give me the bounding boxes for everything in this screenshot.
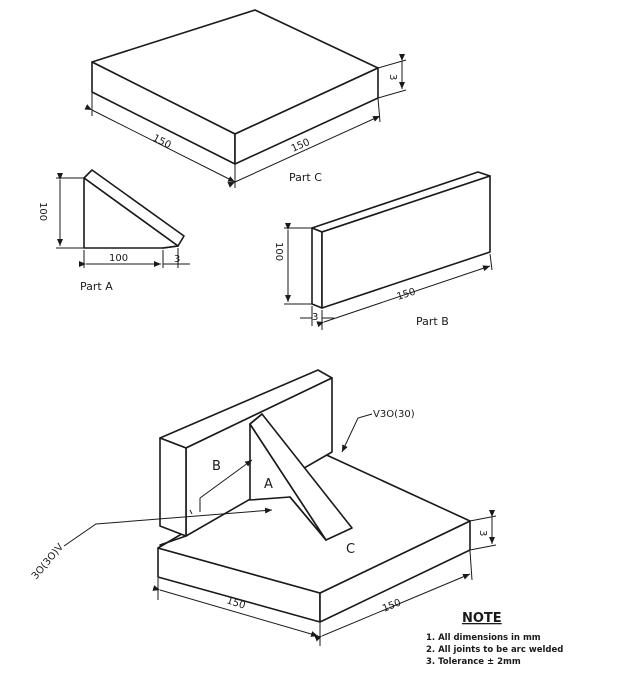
part-c-dimensions — [84, 54, 407, 188]
part-a-dimensions — [56, 173, 190, 268]
weld-leader-right — [341, 413, 373, 453]
part-a-dim-thickness: 3 — [174, 254, 180, 265]
weld-callout-left: 3O(3O)V — [30, 542, 66, 582]
part-c-plate — [91, 9, 379, 165]
part-b-plate — [311, 171, 491, 309]
note-title: NOTE — [462, 611, 502, 626]
assembly-label-a: A — [264, 477, 273, 492]
part-c-caption: Part C — [289, 171, 322, 184]
part-a-dim-height: 100 — [37, 202, 48, 221]
note-line-1: 1. All dimensions in mm — [426, 633, 541, 643]
part-a-dim-base: 100 — [109, 253, 128, 264]
assembly-dim-right: 150 — [381, 597, 403, 614]
weld-callout-right: V3O(30) — [373, 409, 415, 420]
part-b-dimensions — [284, 223, 493, 330]
part-b-dim-length: 150 — [396, 286, 418, 302]
part-c-dim-thickness: 3 — [387, 74, 398, 80]
assembly-dim-thickness: 3 — [477, 530, 488, 536]
assembly-dimensions — [152, 510, 497, 646]
note-line-2: 2. All joints to be arc welded — [426, 645, 563, 655]
part-b-caption: Part B — [416, 315, 449, 328]
part-b-dim-thickness: 3 — [312, 312, 318, 323]
part-a-gusset — [83, 169, 185, 249]
note-block: NOTE 1. All dimensions in mm 2. All join… — [426, 611, 563, 667]
part-a-caption: Part A — [80, 280, 113, 293]
assembly-label-c: C — [346, 542, 355, 557]
note-line-3: 3. Tolerance ± 2mm — [426, 657, 521, 667]
weld-leader-left — [63, 459, 273, 547]
assembly-label-b: B — [212, 459, 221, 474]
assembly-gusset — [249, 413, 353, 541]
part-b-dim-height: 100 — [273, 242, 284, 261]
